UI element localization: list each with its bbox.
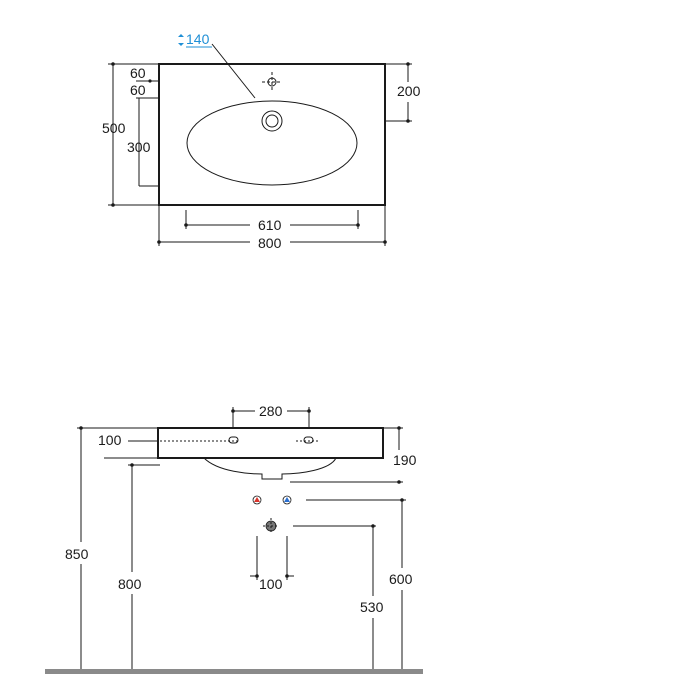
basin-outline-top — [158, 63, 386, 206]
dim-190-label: 190 — [393, 452, 417, 468]
bowl-oval — [186, 100, 358, 186]
arrows-icon — [178, 34, 184, 46]
leader-140 — [211, 43, 256, 99]
dim-610-label: 610 — [258, 217, 282, 233]
dim-800-top-label: 800 — [258, 235, 282, 251]
dim-200-label: 200 — [397, 83, 421, 99]
dim-280-label: 280 — [259, 403, 283, 419]
dim-600-label: 600 — [389, 571, 413, 587]
dim-800-front-label: 800 — [118, 576, 142, 592]
dim-60-second-label: 60 — [130, 82, 146, 98]
dim-140-label: 140 — [186, 31, 210, 47]
tap-hole-icon — [262, 72, 282, 92]
tap-hole-right-icon — [303, 436, 314, 444]
tap-hole-left-icon — [228, 436, 239, 444]
dim-100-bottom-label: 100 — [259, 576, 283, 592]
hot-water-icon — [252, 495, 262, 505]
bowl-profile — [203, 457, 337, 480]
dim-530-label: 530 — [360, 599, 384, 615]
cold-water-icon — [282, 495, 292, 505]
dim-500-label: 500 — [102, 120, 126, 136]
basin-slab-front — [157, 427, 384, 459]
drain-icon — [261, 110, 283, 132]
dim-850-label: 850 — [65, 546, 89, 562]
top-view: 140 500 60 60 300 200 610 — [102, 31, 421, 251]
floor-line — [45, 669, 423, 674]
waste-outlet-icon — [263, 518, 279, 534]
front-view: 280 100 190 100 — [45, 403, 423, 674]
dim-300-label: 300 — [127, 139, 151, 155]
dim-60-top-label: 60 — [130, 65, 146, 81]
dim-100-top-label: 100 — [98, 432, 122, 448]
